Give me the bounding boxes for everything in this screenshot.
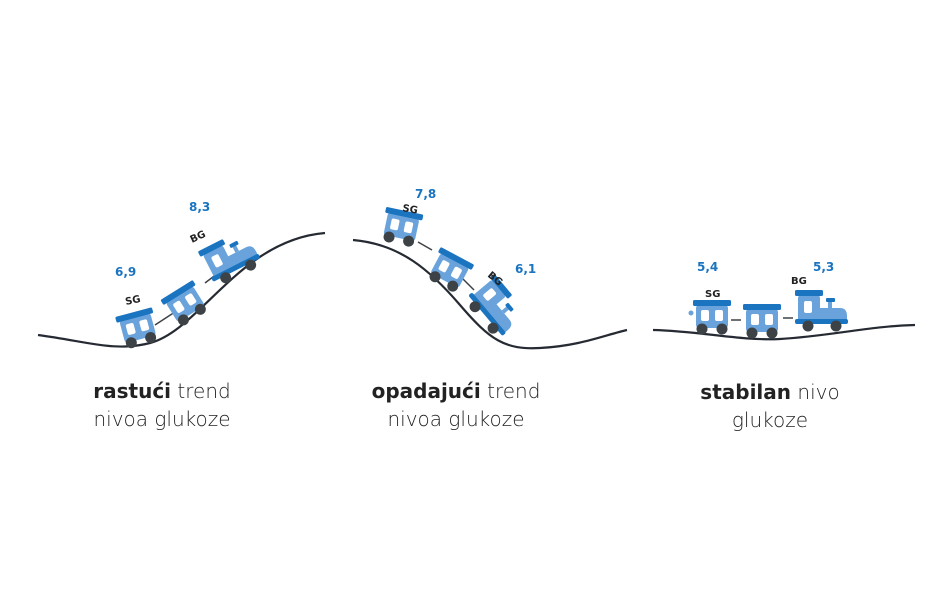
sg-tag: SG [401, 203, 418, 217]
panel-stable: SG BG 5,4 5,3 [652, 260, 916, 341]
caption-bold: opadajući [371, 379, 481, 403]
track [652, 323, 916, 341]
caption-rest: nivo [791, 380, 840, 404]
track [352, 238, 628, 350]
sg-value: 5,4 [697, 260, 718, 274]
caption-line2: nivoa glukoze [93, 407, 231, 431]
sg-value: 6,9 [115, 265, 136, 279]
middle-car [160, 279, 211, 330]
bg-tag: BG [791, 276, 807, 287]
sg-tag: SG [124, 294, 141, 308]
sg-tag: SG [705, 289, 720, 300]
bg-tag: BG [189, 229, 208, 246]
middle-car [743, 304, 781, 339]
panel-falling: SG BG 7,8 6,1 [352, 187, 628, 350]
panel-rising: SG BG 6,9 8,3 [37, 200, 326, 351]
caption-rest: trend [171, 379, 231, 403]
sg-car [693, 300, 731, 335]
track [37, 231, 326, 348]
caption-rest: trend [480, 379, 541, 403]
caption-falling: opadajući trend nivoa glukoze [326, 377, 586, 433]
middle-car [424, 246, 475, 296]
caption-bold: rastući [93, 379, 172, 403]
caption-stable: stabilan nivo glukoze [640, 378, 900, 434]
caption-rising: rastući trend nivoa glukoze [32, 377, 292, 433]
sg-car [115, 307, 161, 351]
bg-value: 8,3 [189, 200, 210, 214]
bg-value: 6,1 [515, 262, 536, 276]
bg-engine [795, 290, 848, 332]
bg-value: 5,3 [813, 260, 834, 274]
caption-line2: glukoze [731, 408, 809, 432]
caption-line2: nivoa glukoze [387, 407, 525, 431]
sg-value: 7,8 [415, 187, 436, 201]
caption-bold: stabilan [700, 380, 792, 404]
bg-engine [197, 227, 264, 289]
